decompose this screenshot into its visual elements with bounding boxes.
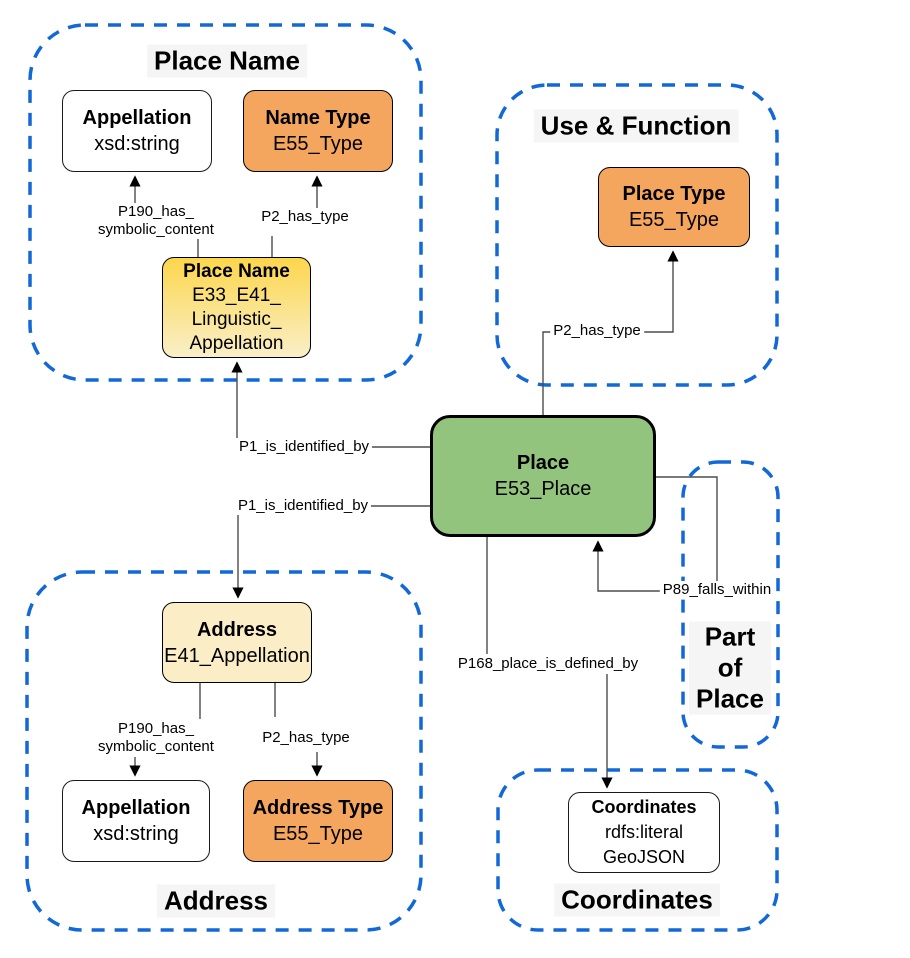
node-subtitle: rdfs:literal bbox=[604, 822, 684, 842]
edge-p2-bottom bbox=[274, 683, 323, 777]
edge-label-p1-upper: P1_is_identified_by bbox=[235, 438, 373, 456]
edge-label-line: P190_has_ bbox=[118, 203, 194, 220]
address-group-outline bbox=[25, 570, 423, 932]
group-title-place-name: Place Name bbox=[147, 44, 307, 78]
group-title-line: Place bbox=[696, 683, 764, 714]
edge-label-p1-lower: P1_is_identified_by bbox=[234, 497, 372, 515]
node-subtitle: GeoJSON bbox=[602, 847, 686, 867]
edge-label-line: symbolic_content bbox=[98, 738, 214, 755]
node-address-type[interactable]: Address Type E55_Type bbox=[243, 780, 393, 862]
edge-p1-lower bbox=[232, 505, 430, 599]
node-subtitle: xsd:string bbox=[94, 133, 180, 155]
node-appellation-bottom[interactable]: Appellation xsd:string bbox=[62, 780, 210, 862]
use-function-group-outline bbox=[495, 83, 779, 387]
node-title: Appellation bbox=[82, 107, 192, 129]
edge-label-p2-top: P2_has_type bbox=[258, 208, 352, 226]
node-appellation-top[interactable]: Appellation xsd:string bbox=[62, 90, 212, 172]
edge-label-p2-use: P2_has_type bbox=[550, 322, 644, 340]
node-title: Address Type bbox=[252, 797, 384, 819]
edge-label-line: P190_has_ bbox=[118, 720, 194, 737]
group-title-address: Address bbox=[156, 884, 276, 918]
edge-p1-upper bbox=[231, 361, 430, 448]
edge-label-p190-top: P190_has_ symbolic_content bbox=[95, 203, 217, 239]
coordinates-group-outline bbox=[496, 768, 779, 932]
node-subtitle: E55_Type bbox=[272, 133, 364, 155]
node-subtitle: E53_Place bbox=[494, 478, 592, 500]
edge-p2-top bbox=[271, 175, 323, 257]
group-title-use-function: Use & Function bbox=[533, 109, 739, 143]
node-coordinates[interactable]: Coordinates rdfs:literal GeoJSON bbox=[568, 792, 720, 873]
node-subtitle: E33_E41_ bbox=[192, 284, 281, 306]
node-subtitle: Appellation bbox=[189, 332, 284, 354]
node-title: Place bbox=[516, 452, 570, 474]
node-name-type[interactable]: Name Type E55_Type bbox=[243, 90, 393, 172]
group-title-coordinates: Coordinates bbox=[554, 883, 720, 917]
place-name-group-outline bbox=[28, 23, 423, 382]
node-title: Name Type bbox=[265, 107, 371, 129]
edge-label-p168: P168_place_is_defined_by bbox=[454, 655, 642, 673]
group-title-line: of bbox=[717, 652, 743, 683]
node-subtitle: E55_Type bbox=[272, 823, 364, 845]
node-title: Place Name bbox=[183, 260, 290, 282]
edge-p190-bottom bbox=[129, 683, 201, 777]
node-place-name[interactable]: Place Name E33_E41_ Linguistic_ Appellat… bbox=[162, 257, 311, 358]
group-title-line: Part bbox=[704, 621, 756, 652]
node-title: Address bbox=[196, 618, 278, 641]
node-title: Coordinates bbox=[591, 797, 697, 817]
edge-label-p89: P89_falls_within bbox=[659, 581, 775, 599]
node-subtitle: E55_Type bbox=[628, 209, 720, 231]
edge-label-p2-bottom: P2_has_type bbox=[259, 729, 353, 747]
part-of-place-group-outline bbox=[681, 460, 780, 749]
edge-p168 bbox=[486, 537, 613, 789]
node-subtitle: xsd:string bbox=[93, 823, 179, 845]
node-subtitle: E41_Appellation bbox=[164, 644, 310, 667]
node-subtitle: Linguistic_ bbox=[191, 308, 282, 330]
node-address[interactable]: Address E41_Appellation bbox=[162, 602, 312, 683]
node-place[interactable]: Place E53_Place bbox=[430, 415, 656, 537]
node-place-type[interactable]: Place Type E55_Type bbox=[598, 167, 750, 247]
edge-label-p190-bottom: P190_has_ symbolic_content bbox=[95, 720, 217, 756]
node-title: Appellation bbox=[81, 797, 191, 819]
group-title-part-of-place: Part of Place bbox=[689, 621, 771, 715]
node-title: Place Type bbox=[622, 183, 726, 205]
edge-label-line: symbolic_content bbox=[98, 221, 214, 238]
edge-p190-top bbox=[129, 175, 199, 257]
